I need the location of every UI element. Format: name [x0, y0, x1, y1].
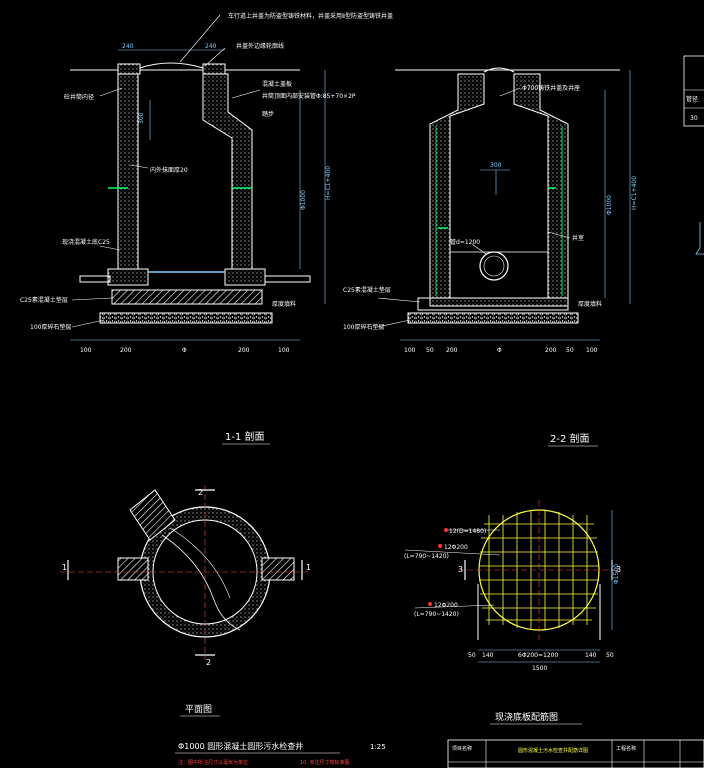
title-cell-drawing: 圆形混凝土污水检查井配筋详图 — [518, 747, 588, 754]
right-wall — [202, 73, 253, 270]
c25-layer — [111, 289, 263, 305]
rebar-label-a: 12Φ200 — [444, 544, 468, 551]
s1-dim-vert-total: H=C1+400 — [325, 166, 332, 200]
s2-note-step: 井室 — [572, 234, 584, 242]
s1-dim-top-right: 240 — [205, 43, 217, 50]
rebar-dim-right: 50 — [606, 652, 614, 659]
s2-dim-b5: 50 — [566, 347, 574, 354]
plan-pipe-diagonal — [129, 489, 176, 541]
section-1-1: 车行道上井盖为防盗型铸铁材料，井盖采用Ⅱ型防盗型铸铁井盖 井盖外边缘轮廓线 混凝… — [20, 12, 393, 445]
base-left — [107, 268, 149, 286]
s2-label-gravel: 100厚碎石垫层 — [343, 323, 384, 331]
plan-mark-1-left: 1 — [62, 563, 67, 572]
rebar-mark-3-right: 3 — [616, 565, 621, 574]
s2-label-c25: C25素混凝土垫层 — [343, 286, 391, 294]
cover-left — [117, 63, 141, 75]
caption-note-left: 注：图中所注尺寸以毫米为单位 — [178, 759, 248, 766]
cover-arc — [139, 62, 204, 69]
plan-pipe-left — [117, 557, 149, 581]
s1-label-cast-base: 现浇混凝土底C25 — [62, 238, 110, 246]
rebar-label-top: 12(D=1480) — [449, 528, 486, 535]
side-table-value: 30 — [690, 115, 698, 122]
s1-label-wall: 砼井筒内径 — [64, 93, 94, 101]
s2-dim-top: 300 — [490, 162, 502, 169]
s1-dim-top-left: 240 — [122, 43, 134, 50]
plan-mark-1-right: 1 — [306, 563, 311, 572]
caption-scale: 1:25 — [370, 743, 386, 751]
s1-dim-vert-left: 300 — [138, 112, 145, 124]
s1-label-plaster: 内外抹面厚20 — [150, 166, 188, 174]
s1-note-pipe: 井筒顶面内部安装管Φ:85+70×2P — [262, 92, 356, 100]
rebar-label-b: 12Φ200 — [434, 602, 458, 609]
rebar-dim-left: 50 — [468, 652, 476, 659]
s2-dim-b6: 100 — [586, 347, 598, 354]
s1-label-fill: 厚度填料 — [272, 300, 296, 308]
s1-label-c25: C25素混凝土垫层 — [20, 296, 68, 304]
s1-label-gravel: 100厚碎石垫层 — [30, 323, 71, 331]
s2-dim-vert-total: H=C1+400 — [631, 176, 638, 210]
drawing-caption: Φ1000 圆形混凝土圆形污水检查井 1:25 注：图中所注尺寸以毫米为单位 1… — [175, 741, 386, 766]
s1-dim-inner-width: Φ1000 — [300, 190, 307, 210]
s2-label-fill: 厚度填料 — [578, 300, 602, 308]
s2-note-cover: Φ700铸铁井盖及井座 — [522, 84, 580, 92]
s1-dim-b2: Φ — [182, 347, 187, 354]
base-right — [224, 268, 266, 286]
rebar-title: 现浇底板配筋图 — [495, 711, 558, 723]
rebar-dim-right2: 140 — [585, 652, 597, 659]
s2-dim-b1: 50 — [426, 347, 434, 354]
side-table-head: 管径 — [686, 95, 698, 103]
s2-gravel — [407, 312, 579, 324]
s1-dim-b4: 100 — [278, 347, 290, 354]
s1-note-cover: 井盖外边缘轮廓线 — [236, 42, 284, 50]
rebar-label-b-len: (L=790~1420) — [414, 611, 459, 618]
s1-dim-b1: 200 — [120, 347, 132, 354]
plan-pipe-right — [261, 557, 295, 581]
section-1-title: 1-1 剖面 — [225, 430, 265, 443]
rebar-dim-total: 1500 — [532, 665, 547, 672]
s2-dim-b2: 200 — [446, 347, 458, 354]
title-cell-drawno: 工程名称 — [616, 745, 636, 752]
plan-view: 1 1 2 2 平面图 — [60, 485, 311, 717]
rebar-dim-spacing: 6Φ200=1200 — [518, 652, 558, 659]
plan-mark-2-top: 2 — [198, 488, 203, 497]
s1-dim-b0: 100 — [80, 347, 92, 354]
rebar-label-a-len: (L=790~1420) — [404, 553, 449, 560]
caption-main: Φ1000 圆形混凝土圆形污水检查井 — [178, 741, 303, 751]
title-cell-project: 项目名称 — [452, 745, 472, 752]
section-2-title: 2-2 剖面 — [550, 432, 590, 445]
s2-right-wall — [513, 73, 569, 299]
s1-dim-b3: 200 — [238, 347, 250, 354]
gravel-layer — [99, 312, 273, 324]
rebar-mark-3-left: 3 — [458, 565, 463, 574]
left-wall — [117, 73, 139, 270]
s2-dim-b0: 100 — [404, 347, 416, 354]
s1-top-note: 车行道上井盖为防盗型铸铁材料，井盖采用Ⅱ型防盗型铸铁井盖 — [228, 12, 393, 20]
rebar-view: 3 3 12(D=1480) 12Φ200 (L=790~1420) 12Φ20… — [404, 500, 621, 725]
plan-title: 平面图 — [185, 704, 212, 715]
s1-note-step: 踏步 — [262, 110, 274, 118]
title-block: 项目名称 圆形混凝土污水检查井配筋详图 工程名称 — [447, 739, 704, 768]
plan-mark-2-bottom: 2 — [206, 658, 211, 667]
side-table: 管径 30 — [683, 55, 704, 255]
s2-left-wall — [429, 73, 485, 299]
s2-dim-b4: 200 — [545, 347, 557, 354]
rebar-dim-vert: Φ1500 — [613, 564, 620, 584]
s2-note-pipe: 管d=1200 — [450, 238, 480, 246]
cover-right — [202, 63, 226, 75]
caption-note-right: 10. 未注尺寸按标准图 — [300, 759, 350, 766]
section-2-2: Φ700铸铁井盖及井座 管d=1200 井室 C25素混凝土垫层 100厚碎石垫… — [343, 67, 638, 447]
s1-note-liner: 混凝土盖板 — [262, 80, 292, 88]
s2-dim-inner-width: Φ1000 — [606, 195, 613, 215]
s2-dim-b3: Φ — [497, 347, 502, 354]
rebar-dim-left2: 140 — [482, 652, 494, 659]
